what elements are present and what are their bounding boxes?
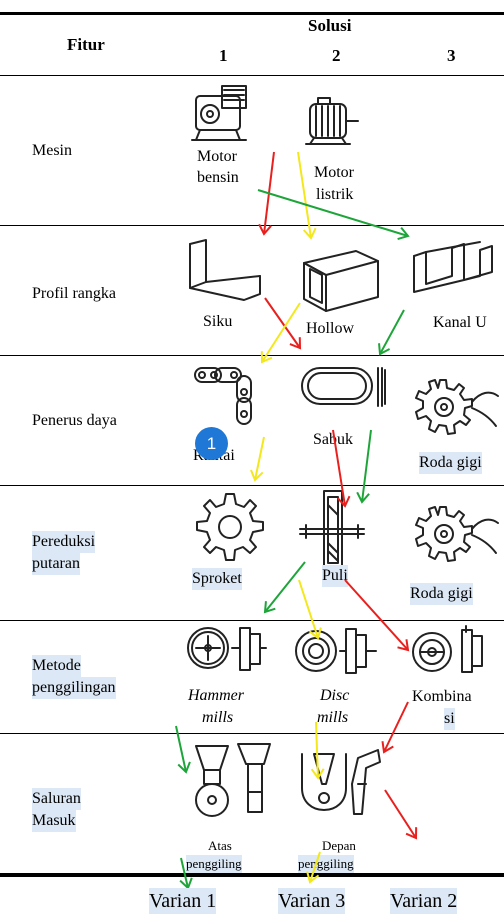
kanal-u-profile-sketch xyxy=(413,241,493,293)
rantai-chain-sketch xyxy=(194,367,252,425)
kombinasi-mills-sketch xyxy=(412,625,483,673)
header-col-2: 2 xyxy=(332,46,341,65)
caption-depan-penggiling-1: Depan xyxy=(322,838,356,853)
row-divider xyxy=(0,225,504,226)
caption-atas-penggiling-1: Atas xyxy=(208,838,232,853)
row-label-saluran-masuk-1: Saluran xyxy=(32,788,81,810)
caption-kombinasi-2: si xyxy=(444,708,455,730)
sproket-sketch xyxy=(196,493,264,561)
motor-bensin-sketch xyxy=(191,85,247,141)
caption-depan-penggiling-2: penggiling xyxy=(298,855,354,873)
yellow-arrow xyxy=(250,436,265,482)
red-arrow xyxy=(384,789,418,840)
puli-pulley-sketch xyxy=(299,490,365,570)
caption-roda-gigi-pereduksi: Roda gigi xyxy=(410,583,473,605)
caption-motor-bensin-2: bensin xyxy=(197,169,239,186)
caption-disc-mills-1: Disc xyxy=(320,687,350,704)
red-arrow xyxy=(258,151,275,236)
roda-gigi-gear-sketch xyxy=(415,379,499,435)
caption-siku: Siku xyxy=(203,313,233,330)
bottom-rule xyxy=(0,873,504,877)
caption-kombinasi-1: Kombina xyxy=(412,688,472,705)
row-label-profil-rangka: Profil rangka xyxy=(32,285,116,302)
caption-motor-listrik-2: listrik xyxy=(316,186,354,203)
caption-sabuk: Sabuk xyxy=(313,431,353,448)
hammer-mills-sketch xyxy=(187,627,267,671)
red-arrow xyxy=(381,701,409,754)
roda-gigi-reducer-sketch xyxy=(415,506,499,562)
caption-hammer-mills-2: mills xyxy=(202,709,234,726)
motor-listrik-sketch xyxy=(305,97,359,145)
green-arrow xyxy=(378,309,405,356)
top-rule xyxy=(0,12,504,15)
depan-penggiling-sketch xyxy=(301,749,381,815)
header-solusi: Solusi xyxy=(308,16,352,35)
caption-hammer-mills-1: Hammer xyxy=(188,687,244,704)
row-divider xyxy=(0,733,504,734)
variant-label-1: Varian 1 xyxy=(149,888,217,914)
variant-label-2: Varian 2 xyxy=(390,888,458,914)
caption-hollow: Hollow xyxy=(306,320,354,337)
row-label-pereduksi-putaran-2: putaran xyxy=(32,553,80,575)
row-divider xyxy=(0,485,504,486)
caption-kanal-u: Kanal U xyxy=(433,314,487,331)
sabuk-belt-sketch xyxy=(301,367,386,407)
annotation-badge: 1 xyxy=(195,427,228,460)
caption-motor-listrik-1: Motor xyxy=(314,164,354,181)
header-rule xyxy=(0,75,504,76)
row-label-pereduksi-putaran-1: Pereduksi xyxy=(32,531,96,553)
caption-disc-mills-2: mills xyxy=(317,709,349,726)
siku-profile-sketch xyxy=(189,239,261,301)
header-col-1: 1 xyxy=(219,46,228,65)
caption-puli: Puli xyxy=(322,565,348,587)
row-divider xyxy=(0,355,504,356)
header-fitur: Fitur xyxy=(67,35,105,54)
row-label-mesin: Mesin xyxy=(32,142,72,159)
caption-motor-bensin-1: Motor xyxy=(197,148,237,165)
red-arrow xyxy=(264,297,302,350)
row-label-metode-penggilingan-2: penggilingan xyxy=(32,677,116,699)
caption-atas-penggiling-2: penggiling xyxy=(186,855,242,873)
caption-sproket: Sproket xyxy=(192,568,242,590)
row-label-metode-penggilingan-1: Metode xyxy=(32,655,81,677)
caption-roda-gigi-penerus: Roda gigi xyxy=(419,452,482,474)
row-label-penerus-daya: Penerus daya xyxy=(32,412,117,429)
row-label-saluran-masuk-2: Masuk xyxy=(32,810,76,832)
hollow-profile-sketch xyxy=(303,250,379,312)
header-col-3: 3 xyxy=(447,46,456,65)
yellow-arrow xyxy=(260,302,301,364)
row-divider xyxy=(0,620,504,621)
variant-label-3: Varian 3 xyxy=(278,888,346,914)
disc-mills-sketch xyxy=(295,628,377,674)
atas-penggiling-sketch xyxy=(195,743,271,817)
